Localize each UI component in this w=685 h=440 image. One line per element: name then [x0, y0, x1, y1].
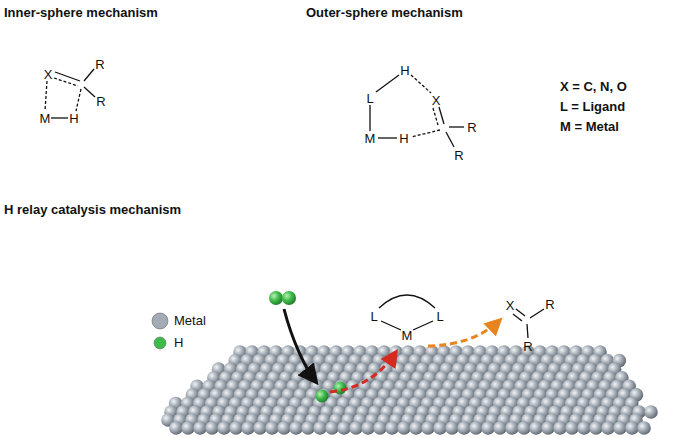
metal-atom	[577, 421, 591, 435]
metal-atom	[289, 421, 303, 435]
metal-atom	[637, 421, 651, 435]
metal-atom	[205, 421, 219, 435]
metal-atom	[313, 421, 327, 435]
metal-atom	[445, 421, 459, 435]
legend-swatch	[152, 313, 168, 329]
metal-atom	[565, 421, 579, 435]
section-heading: Outer-sphere mechanism	[306, 6, 463, 19]
metal-atom	[505, 421, 519, 435]
metal-atom	[433, 421, 447, 435]
atom-label: H	[399, 132, 408, 145]
atom-label: R	[545, 298, 554, 311]
metal-atom	[373, 421, 387, 435]
atom-label: M	[40, 112, 51, 125]
atom-label: R	[454, 149, 463, 162]
metal-atom	[469, 421, 483, 435]
atom-label: L	[370, 310, 377, 323]
metal-atom	[193, 421, 207, 435]
adsorbed-h	[316, 390, 329, 403]
metal-atom	[625, 421, 639, 435]
metal-atom	[409, 421, 423, 435]
atom-label: R	[95, 58, 104, 71]
metal-atom	[277, 421, 291, 435]
metal-atom	[529, 421, 543, 435]
metal-atom	[601, 421, 615, 435]
adsorption-arrow	[284, 309, 316, 382]
metal-atom	[457, 421, 471, 435]
atom-label: X	[44, 68, 53, 81]
atom-label: M	[402, 329, 413, 342]
atom-label: M	[365, 132, 376, 145]
metal-atom	[613, 421, 627, 435]
metal-atom	[589, 421, 603, 435]
metal-atom	[301, 421, 315, 435]
section-heading: Inner-sphere mechanism	[4, 6, 158, 19]
h2-molecule	[269, 291, 283, 305]
metal-atom	[217, 421, 231, 435]
relay-arrow	[330, 352, 396, 392]
section-heading: H relay catalysis mechanism	[4, 203, 181, 216]
metal-complex	[379, 295, 435, 330]
metal-atom	[241, 421, 255, 435]
legend-text: H	[174, 336, 183, 349]
key-text: L = Ligand	[560, 100, 625, 113]
atom-label: X	[432, 94, 441, 107]
atom-label: L	[366, 92, 373, 105]
outer-sphere-structure	[370, 75, 464, 147]
metal-atom	[361, 421, 375, 435]
metal-atom	[644, 405, 658, 419]
product-structure	[513, 309, 544, 338]
metal-atom	[181, 421, 195, 435]
legend-text: Metal	[174, 314, 206, 327]
metal-atom	[553, 421, 567, 435]
metal-atom	[253, 421, 267, 435]
metal-atom	[325, 421, 339, 435]
atom-label: H	[400, 64, 409, 77]
key-text: M = Metal	[560, 120, 619, 133]
atom-label: X	[506, 299, 515, 312]
metal-atom	[385, 421, 399, 435]
metal-atom	[337, 421, 351, 435]
metal-surface	[161, 345, 658, 435]
atom-label: R	[523, 340, 532, 353]
metal-atom	[481, 421, 495, 435]
metal-atom	[229, 421, 243, 435]
metal-atom	[541, 421, 555, 435]
metal-atom	[517, 421, 531, 435]
atom-label: R	[467, 121, 476, 134]
transfer-arrow	[428, 320, 500, 346]
metal-atom	[421, 421, 435, 435]
atom-label: H	[69, 112, 78, 125]
metal-atom	[169, 421, 183, 435]
metal-atom	[349, 421, 363, 435]
metal-atom	[265, 421, 279, 435]
atom-label: L	[436, 310, 443, 323]
h2-molecule	[282, 291, 296, 305]
legend-swatch	[154, 337, 166, 349]
atom-label: R	[96, 95, 105, 108]
metal-atom	[493, 421, 507, 435]
metal-atom	[397, 421, 411, 435]
key-text: X = C, N, O	[560, 80, 627, 93]
